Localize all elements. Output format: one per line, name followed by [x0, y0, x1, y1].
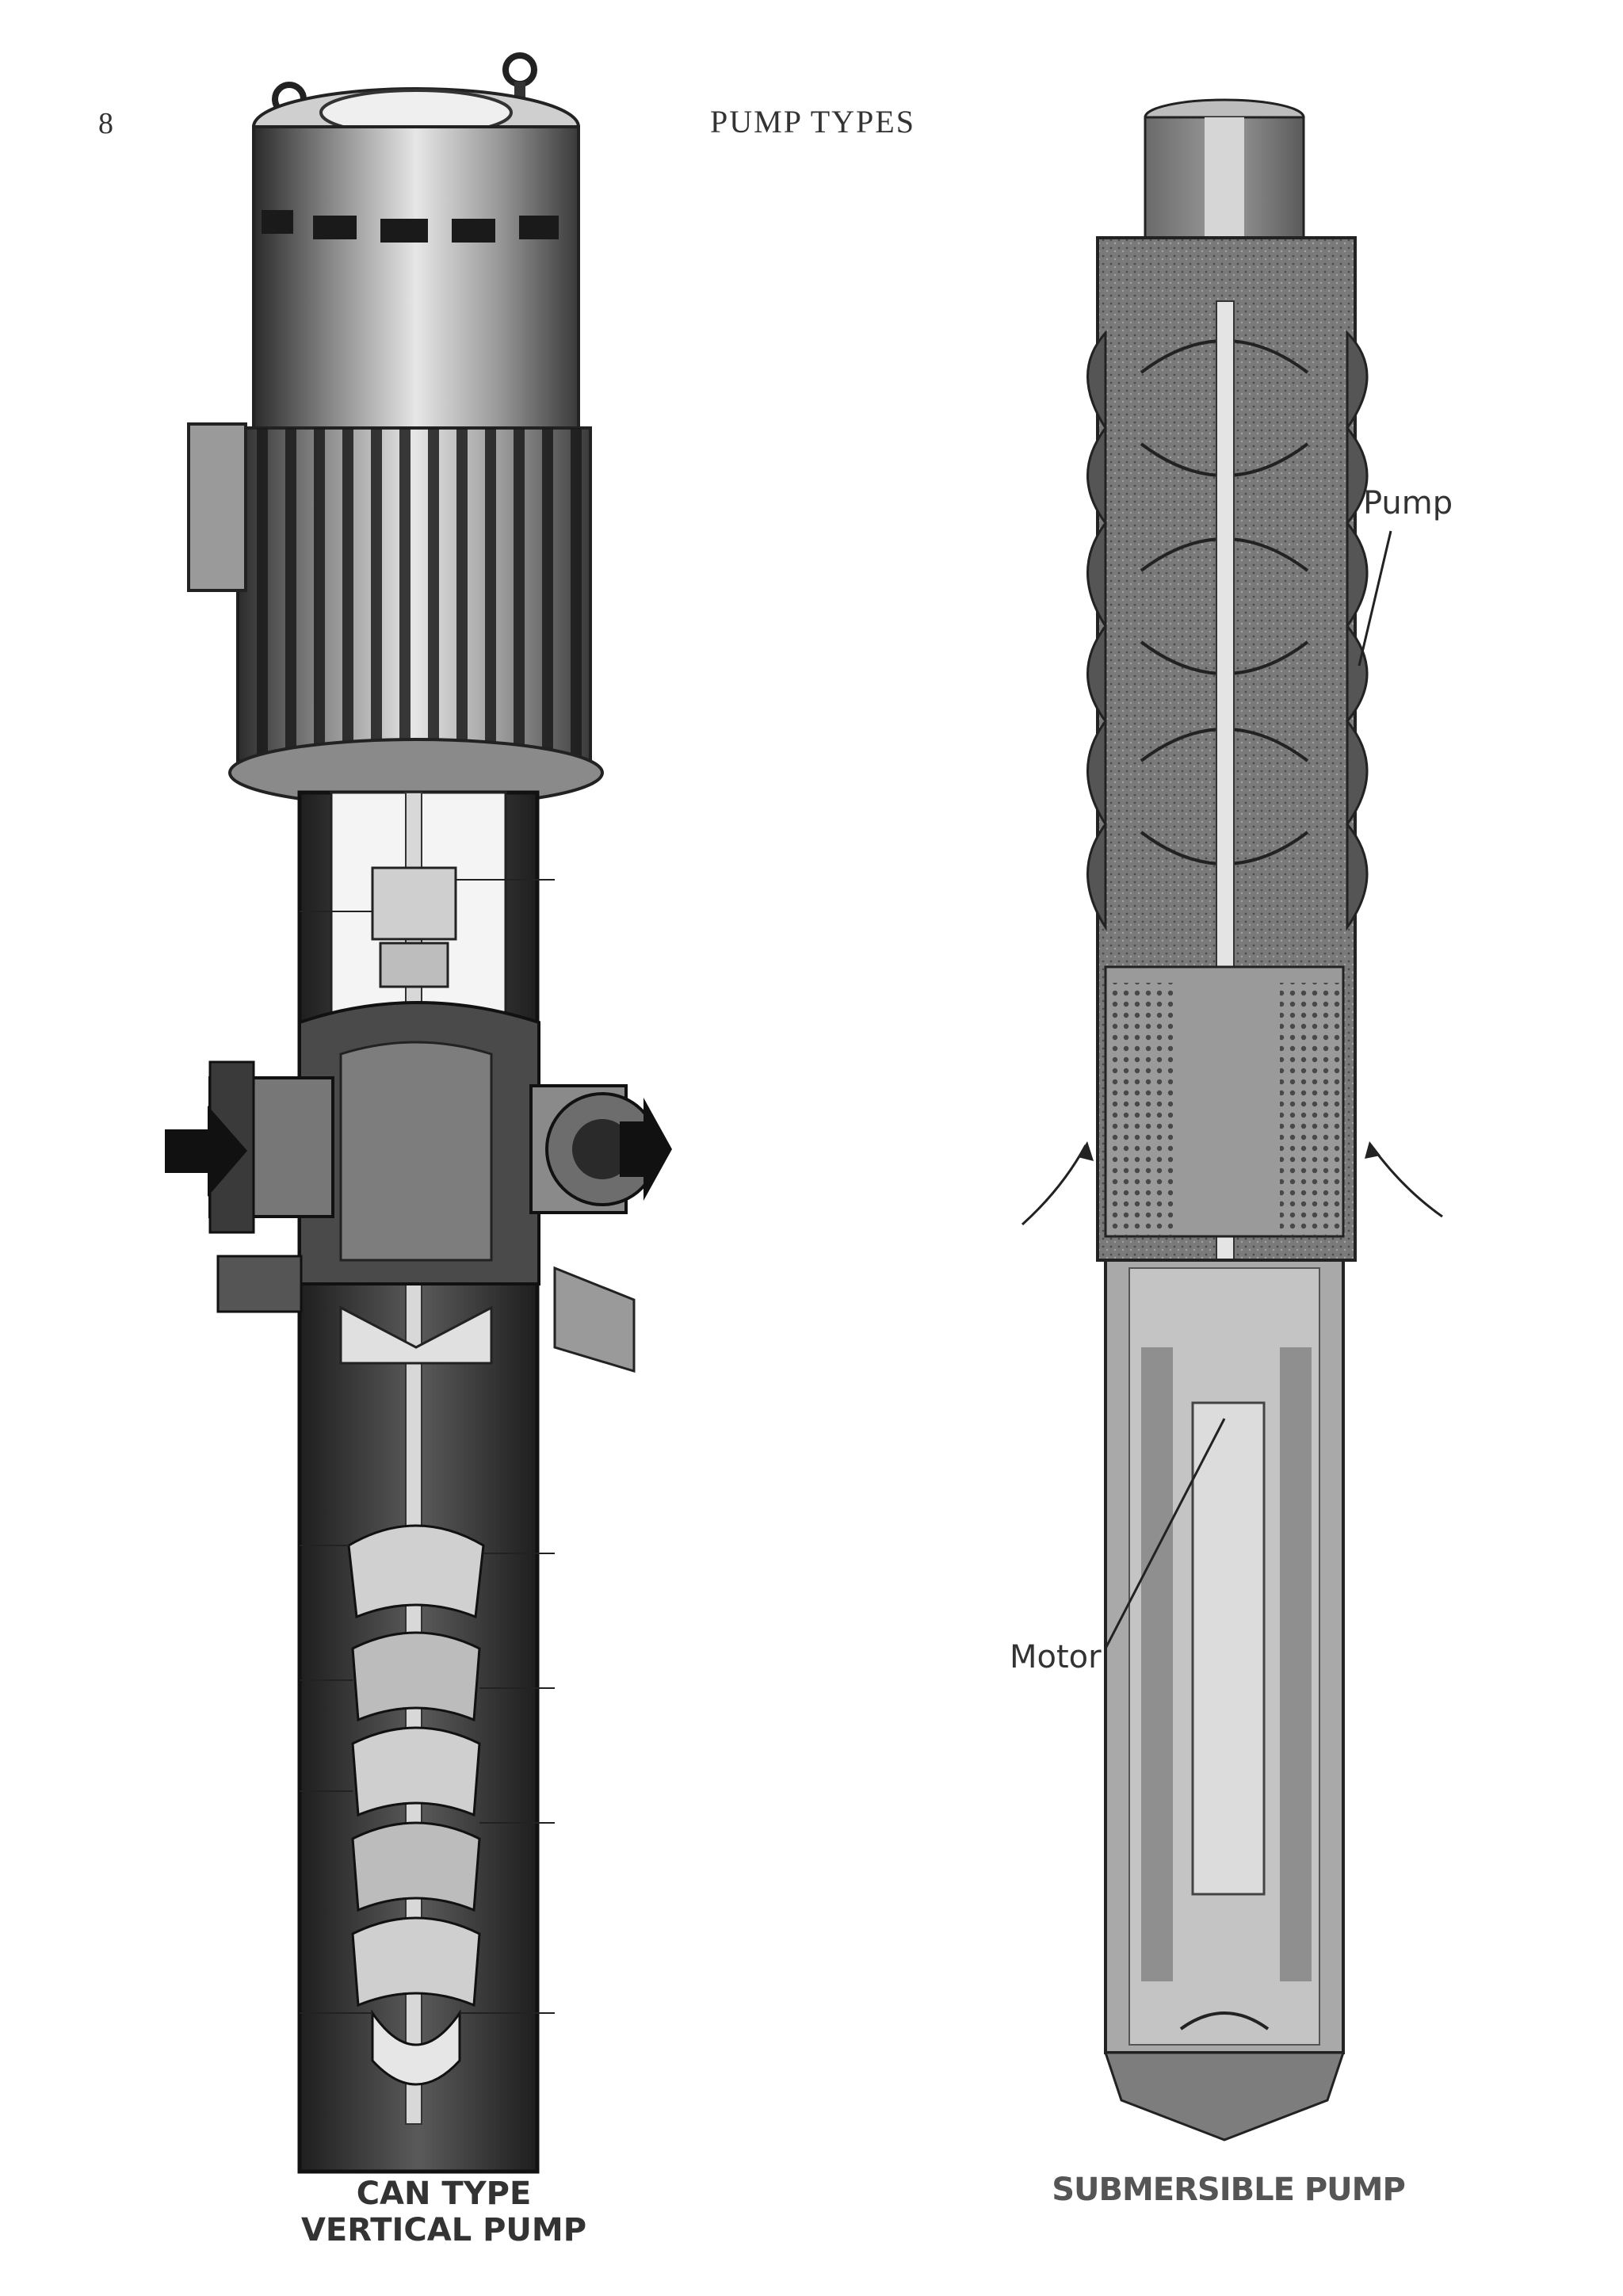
- caption-line-1: CAN TYPE: [356, 2176, 532, 2212]
- label-pump: Pump: [1363, 485, 1453, 521]
- caption-can-type-vertical-pump: CAN TYPE VERTICAL PUMP: [254, 2176, 634, 2248]
- caption-submersible-pump: SUBMERSIBLE PUMP: [1052, 2172, 1406, 2208]
- caption-line-2: VERTICAL PUMP: [300, 2212, 587, 2248]
- running-title: PUMP TYPES: [710, 104, 915, 139]
- can-type-vertical-pump-drawing: [165, 52, 672, 2174]
- submersible-pump-drawing: [1021, 98, 1443, 2141]
- page-number: 8: [98, 107, 113, 140]
- label-motor: Motor: [1010, 1639, 1102, 1675]
